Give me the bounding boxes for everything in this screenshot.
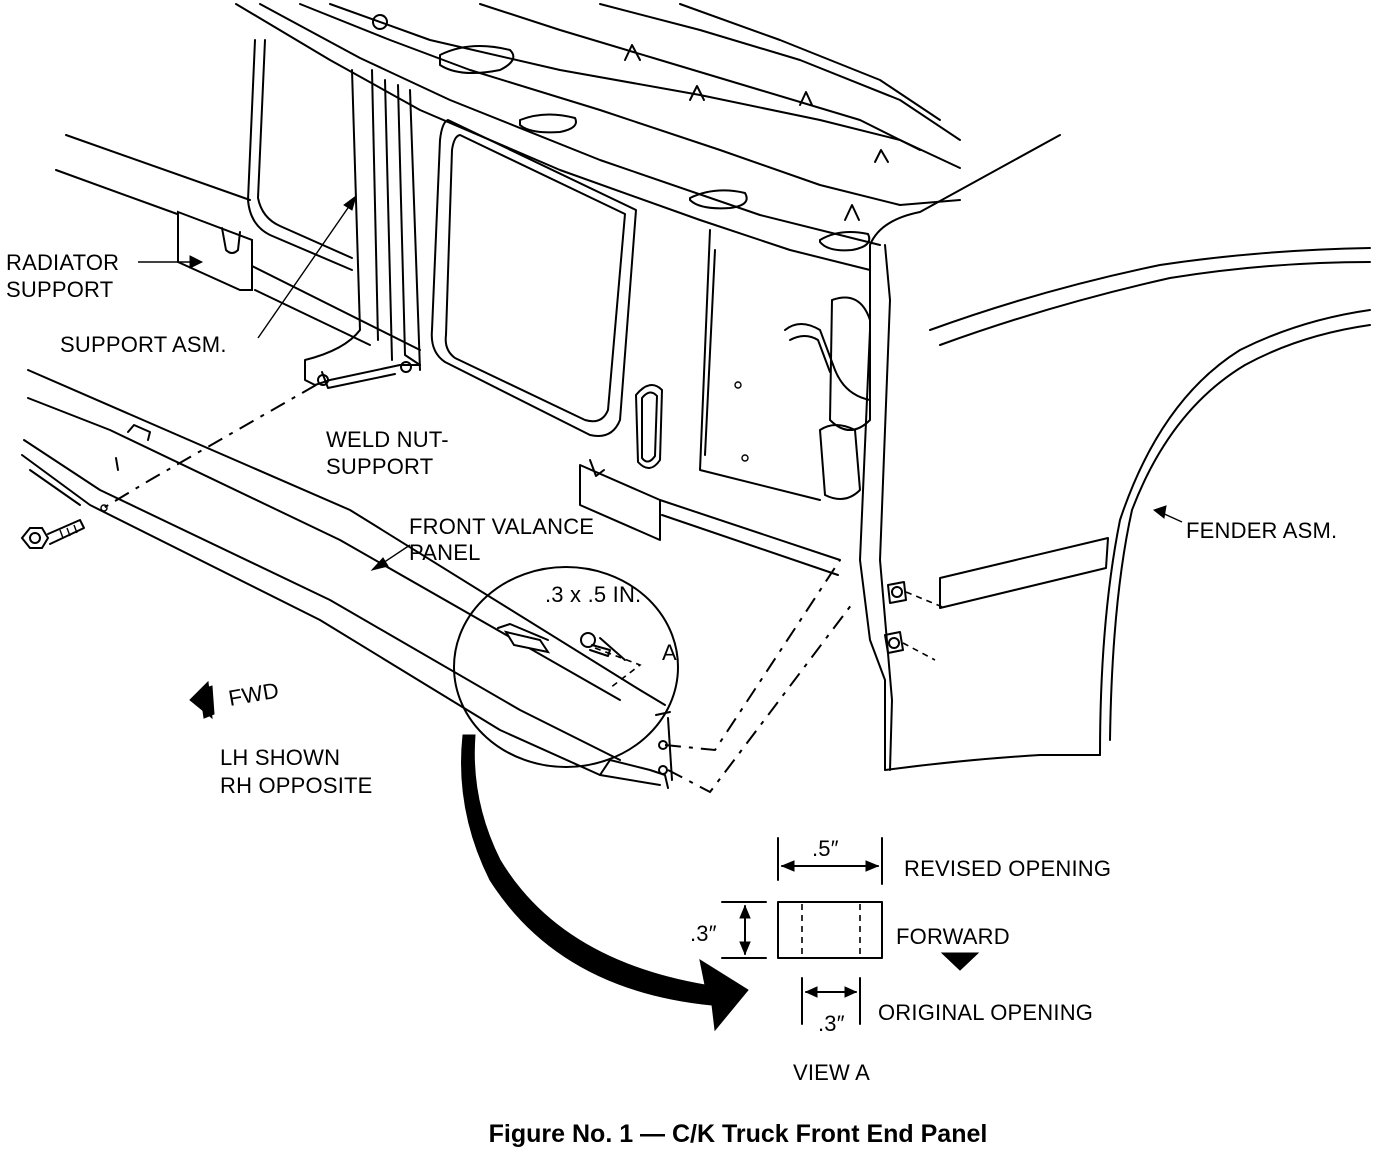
label-rh-opposite: RH OPPOSITE — [220, 773, 373, 798]
view-a-title: VIEW A — [793, 1060, 870, 1085]
radiator-support-upper — [235, 3, 961, 271]
label-fwd: FWD — [227, 677, 281, 710]
front-valance-panel — [21, 369, 673, 789]
label-weld-nut-line2: SUPPORT — [326, 454, 433, 479]
view-a-dim-width: .5″ — [812, 836, 839, 861]
label-support-asm: SUPPORT ASM. — [60, 332, 227, 357]
label-radiator-support-line2: SUPPORT — [6, 277, 113, 302]
label-slot-size: .3 x .5 IN. — [545, 582, 641, 607]
assembly-centerlines — [99, 384, 856, 794]
view-a-original-opening: ORIGINAL OPENING — [878, 1000, 1093, 1025]
label-view-marker-a: A — [662, 640, 677, 665]
curved-callout-arrow-icon — [461, 734, 749, 1032]
label-front-valance-line2: PANEL — [409, 540, 481, 565]
leader-lines — [138, 194, 1183, 571]
revised-opening-rect — [777, 901, 883, 959]
figure-caption: Figure No. 1 — C/K Truck Front End Panel — [489, 1120, 988, 1148]
headlamp-opening — [430, 119, 871, 576]
forward-arrow-icon — [940, 952, 980, 971]
fender-asm — [859, 134, 1371, 771]
label-front-valance-line1: FRONT VALANCE — [409, 514, 594, 539]
view-a-dim-height: .3″ — [690, 921, 717, 946]
label-fender-asm: FENDER ASM. — [1186, 518, 1337, 543]
label-lh-shown: LH SHOWN — [220, 745, 340, 770]
view-a-forward: FORWARD — [896, 924, 1010, 949]
label-radiator-support-line1: RADIATOR — [6, 250, 119, 275]
detail-circle-a — [453, 566, 679, 768]
support-asm — [247, 39, 421, 389]
view-a-dim-original: .3″ — [818, 1011, 845, 1036]
view-a-detail — [721, 837, 980, 1025]
view-a-revised-opening: REVISED OPENING — [904, 856, 1111, 881]
label-weld-nut-line1: WELD NUT- — [326, 427, 449, 452]
bolt-icon — [20, 519, 85, 549]
fwd-arrow-icon — [189, 680, 215, 720]
radiator-support-bracket — [177, 210, 253, 291]
